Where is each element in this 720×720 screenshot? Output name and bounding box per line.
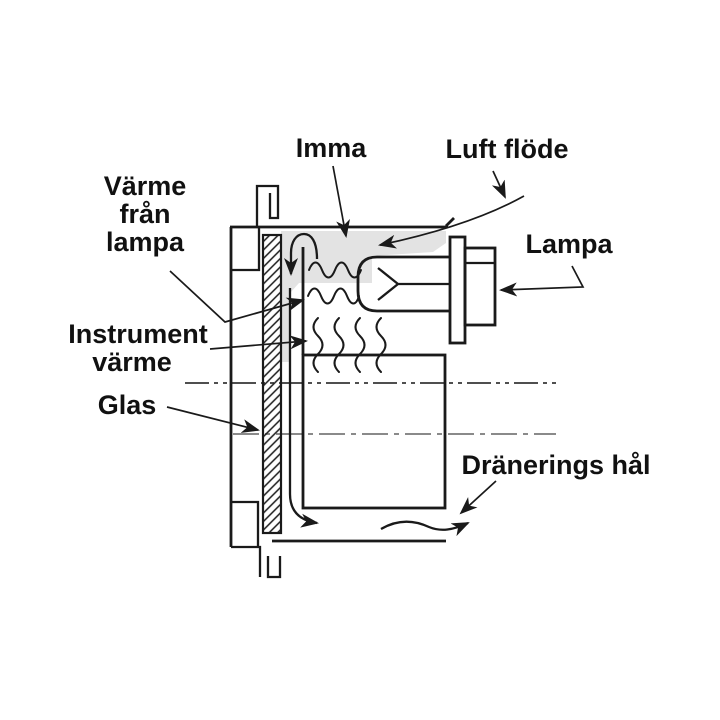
- label-dranerings-hal: Dränerings hål: [461, 450, 650, 480]
- label-varme-fran-lampa: Värme från lampa: [104, 171, 187, 257]
- lampa-leader-arrow: [499, 265, 585, 297]
- instrument-varme-leader-arrow: [209, 335, 308, 350]
- lamp-holder: [463, 246, 497, 327]
- varme-fran-lampa-leader-arrow: [169, 270, 305, 323]
- bezel-top-block: [231, 227, 261, 272]
- heat-wave-row-2: [307, 287, 360, 305]
- glass-hatch: [261, 233, 283, 535]
- imma-leader-arrow: [332, 165, 350, 238]
- instrument-heat-waves: [312, 317, 387, 373]
- label-instrument-varme: Instrument värme: [68, 319, 208, 377]
- svg-text:från: från: [119, 199, 170, 229]
- case-top-line: [230, 217, 455, 229]
- dranerings-leader-arrow: [459, 480, 497, 515]
- lamp-bulb: [356, 255, 450, 313]
- heat-wave-row-1: [308, 261, 362, 279]
- drain-flow-arrow: [380, 520, 470, 537]
- svg-text:Värme: Värme: [104, 171, 187, 201]
- glas-leader-arrow: [166, 406, 260, 433]
- luft-flode-leader-arrow: [491, 170, 506, 199]
- downflow-arrow: [288, 288, 319, 528]
- svg-text:värme: värme: [92, 347, 172, 377]
- mechanism-box: [301, 353, 447, 510]
- circulation-hook-arrow: [284, 232, 319, 276]
- bezel-bottom-block: [231, 500, 260, 547]
- svg-text:Instrument: Instrument: [68, 319, 208, 349]
- condensation-area: [281, 231, 446, 362]
- lamp-flange: [448, 235, 467, 345]
- label-glas: Glas: [98, 390, 157, 420]
- lamp-filament: [377, 267, 450, 301]
- svg-text:lampa: lampa: [106, 227, 185, 257]
- panel-break-top: [255, 184, 280, 227]
- label-imma: Imma: [296, 133, 368, 163]
- label-luft-flode: Luft flöde: [446, 134, 569, 164]
- label-lampa: Lampa: [525, 229, 613, 259]
- panel-break-bottom: [231, 545, 282, 579]
- airflow-curve: [378, 195, 525, 249]
